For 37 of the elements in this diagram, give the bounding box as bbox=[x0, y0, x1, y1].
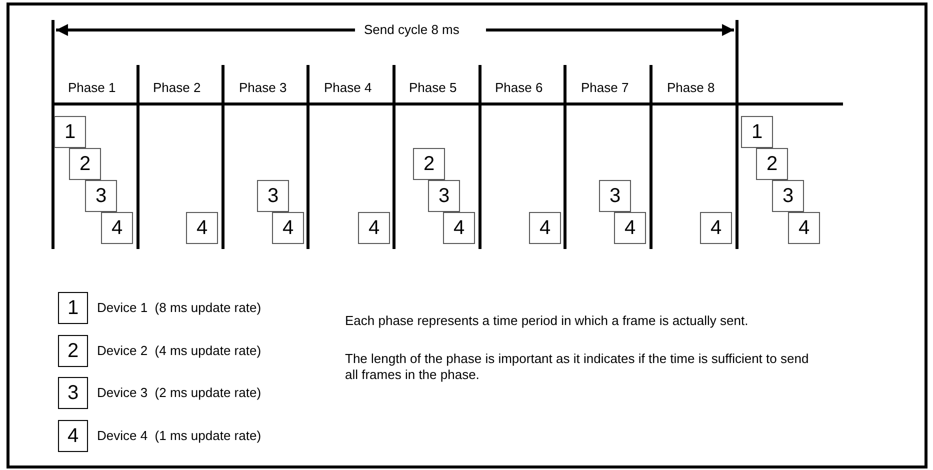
frame-box: 4 bbox=[358, 212, 390, 244]
frame-box: 4 bbox=[700, 212, 732, 244]
phase-label: Phase 2 bbox=[153, 80, 201, 95]
frame-box: 3 bbox=[428, 180, 460, 212]
legend-frame-box: 3 bbox=[58, 377, 88, 409]
device-description: Device 2 (4 ms update rate) bbox=[97, 343, 262, 358]
phase-label: Phase 4 bbox=[324, 80, 372, 95]
frame-box: 1 bbox=[741, 116, 773, 148]
frame-box: 3 bbox=[599, 180, 631, 212]
device-description: Device 3 (2 ms update rate) bbox=[97, 385, 262, 400]
note-text: Each phase represents a time period in which a frame is actually sent. bbox=[345, 313, 750, 329]
legend-frame-box: 1 bbox=[58, 292, 88, 324]
frame-box: 3 bbox=[772, 180, 804, 212]
phase-label: Phase 5 bbox=[409, 80, 457, 95]
legend-frame-box: 4 bbox=[58, 420, 88, 452]
frame-box: 4 bbox=[529, 212, 561, 244]
frame-box: 4 bbox=[101, 212, 133, 244]
device-description: Device 1 (8 ms update rate) bbox=[97, 300, 262, 315]
frame-box: 2 bbox=[756, 148, 788, 180]
device-description: Device 4 (1 ms update rate) bbox=[97, 428, 262, 443]
phase-label: Phase 1 bbox=[68, 80, 116, 95]
phase-label: Phase 3 bbox=[239, 80, 287, 95]
frame-box: 4 bbox=[186, 212, 218, 244]
phase-label: Phase 6 bbox=[495, 80, 543, 95]
phase-label: Phase 7 bbox=[581, 80, 629, 95]
frame-box: 4 bbox=[443, 212, 475, 244]
phase-label: Phase 8 bbox=[667, 80, 715, 95]
legend-frame-box: 2 bbox=[58, 335, 88, 367]
frame-box: 1 bbox=[54, 116, 86, 148]
frame-box: 3 bbox=[85, 180, 117, 212]
frame-box: 3 bbox=[257, 180, 289, 212]
frame-box: 4 bbox=[272, 212, 304, 244]
frame-box: 4 bbox=[788, 212, 820, 244]
frame-box: 2 bbox=[413, 148, 445, 180]
frame-box: 2 bbox=[69, 148, 101, 180]
note-text: The length of the phase is important as it indicates if the time is sufficient to send all frames in the phase. bbox=[345, 351, 810, 383]
frame-box: 4 bbox=[614, 212, 646, 244]
